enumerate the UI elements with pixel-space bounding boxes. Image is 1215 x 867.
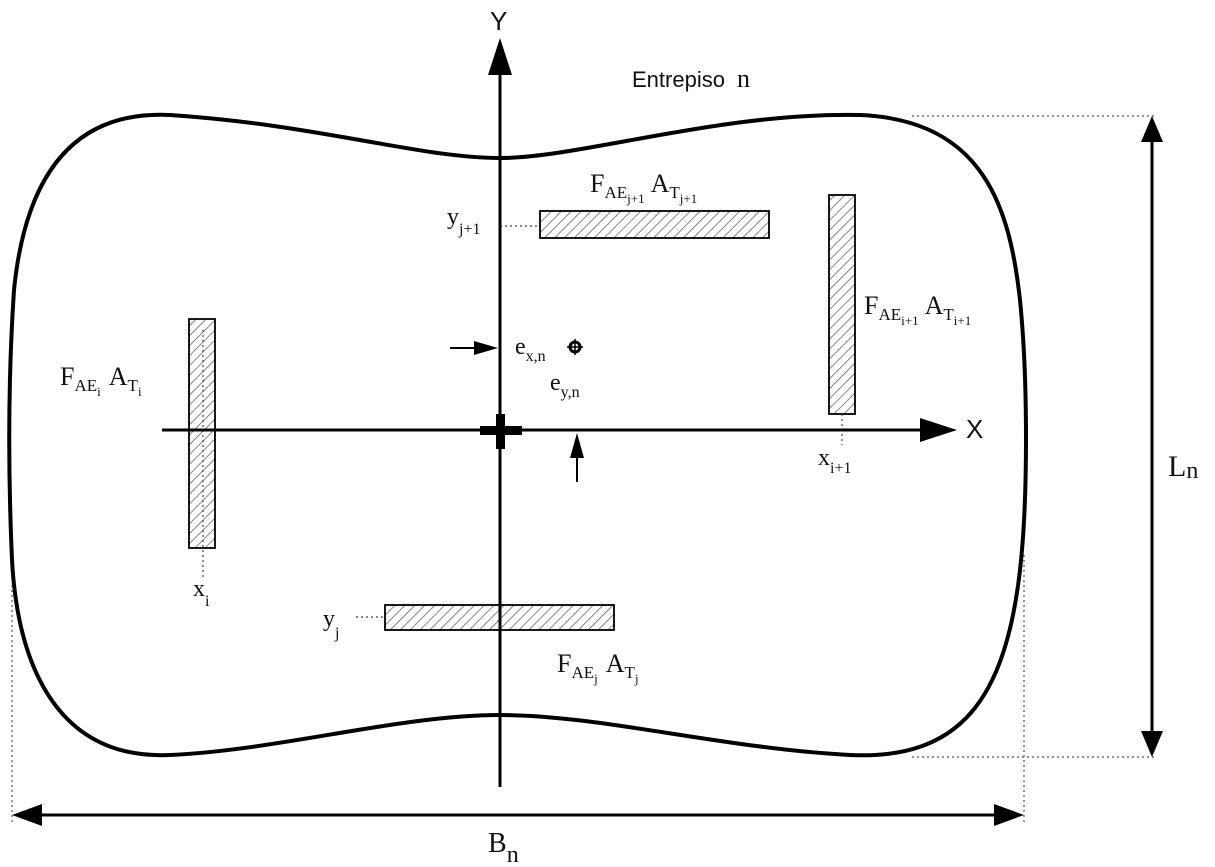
force-label-i-plus-1: FAEi+1ATi+1 [864,291,971,328]
width-dimension-arrow [12,804,1024,826]
ey-label: ey,n [550,370,580,401]
floor-label-word: Entrepiso [632,67,725,92]
ex-arrow [450,341,498,355]
y-axis-label: Y [490,6,507,36]
origin-marker [480,414,522,449]
y-axis [488,38,512,787]
floor-label-index: n [737,64,750,93]
x-axis-label: X [966,414,983,444]
floor-label: Entrepiso n [632,64,750,93]
wall-i-plus-1 [828,194,856,415]
force-label-j-plus-1: FAEj+1ATj+1 [590,169,697,206]
yj1-label: yj+1 [447,204,480,238]
wall-i [188,318,216,549]
wall-reference-lines [202,225,843,618]
x-axis [162,418,957,442]
force-label-i: FAEiATi [60,362,142,399]
slab-outline [7,112,1028,758]
xi-label: xi [193,576,210,610]
dimension-extension-lines [11,115,1156,825]
xi1-label: xi+1 [818,445,851,477]
wall-j-plus-1 [539,210,770,239]
ex-label: ex,n [515,334,546,365]
center-of-rigidity-marker [567,339,583,355]
force-label-j: FAEjATj [557,649,639,686]
yj-label: yj [323,606,339,642]
ey-arrow [570,433,584,482]
length-label: Ln [1168,450,1198,484]
width-label: Bn [488,828,519,867]
length-dimension-arrow [1141,116,1163,757]
